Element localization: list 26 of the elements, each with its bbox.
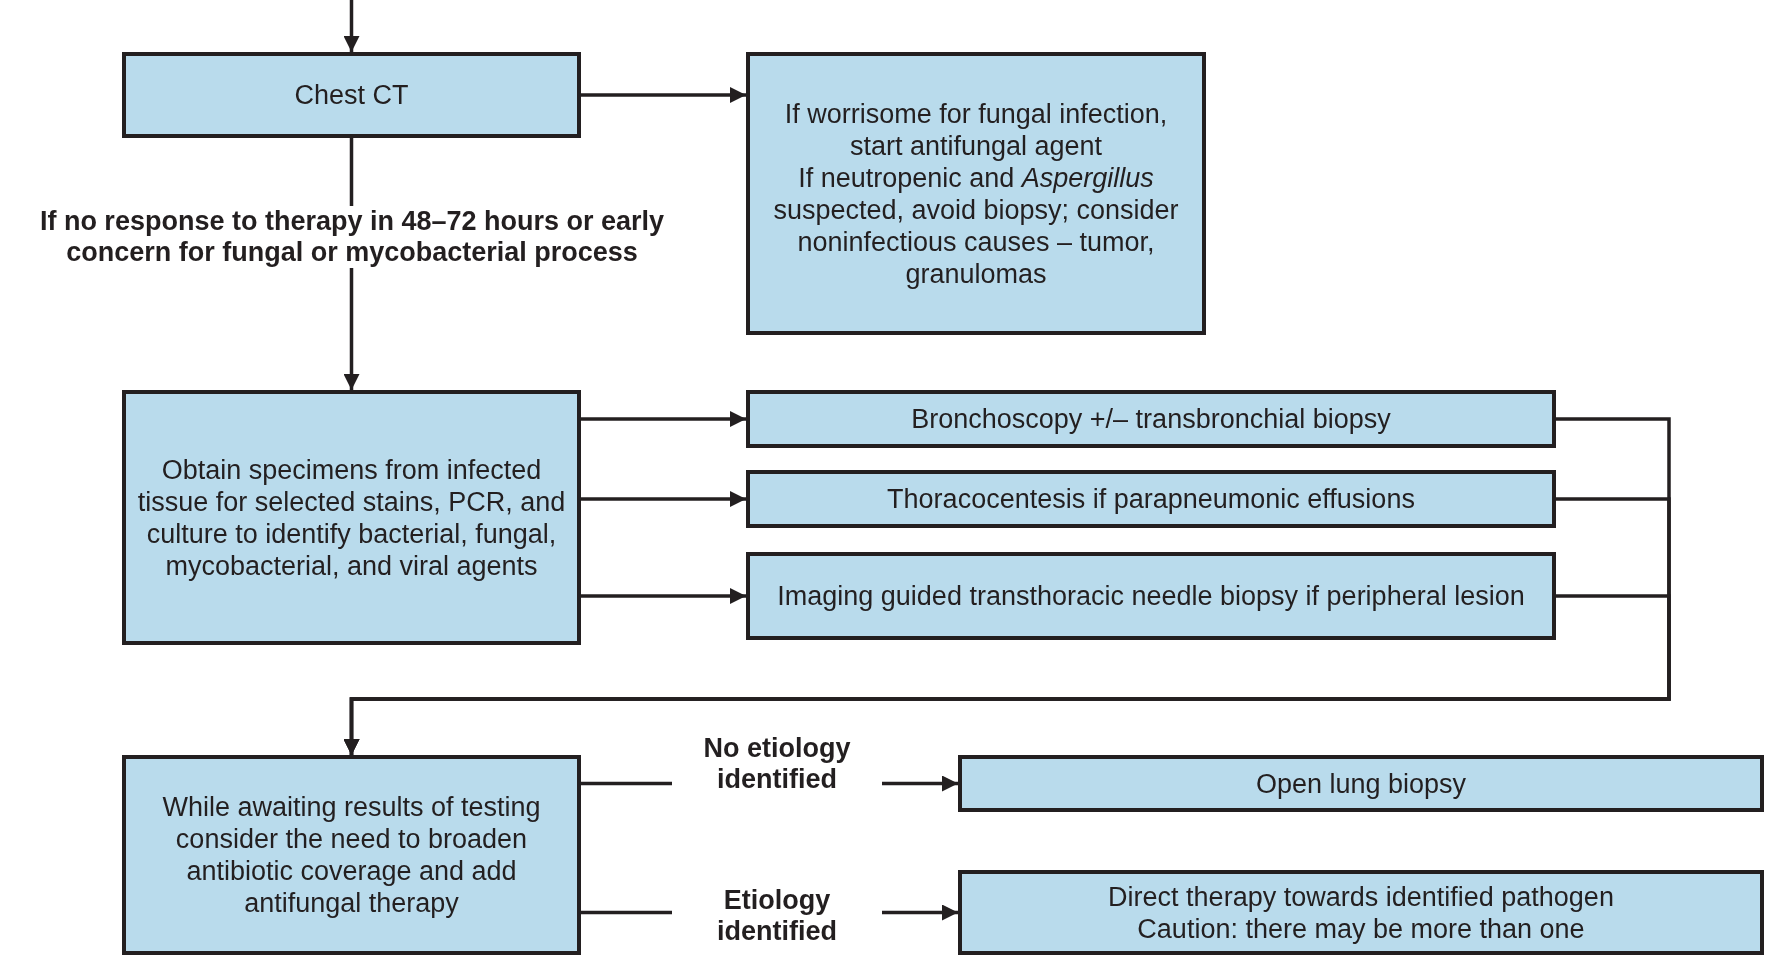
process-box <box>746 390 1556 448</box>
process-box <box>958 755 1764 812</box>
process-box <box>958 870 1764 955</box>
box-text: If worrisome for fungal infection, start antifungal agent <box>783 97 1169 162</box>
box-text: Bronchoscopy +/– transbronchial biopsy <box>911 403 1391 435</box>
box-text: Chest CT <box>294 79 409 111</box>
box-text: Imaging guided transthoracic needle biopsy if peripheral lesion <box>777 580 1525 612</box>
process-box <box>122 52 581 138</box>
process-box <box>122 390 581 645</box>
arrow <box>581 491 746 507</box>
box-text: If neutropenic and Aspergillus suspected, avoid biopsy; consider noninfectious causes – tumor, granulomas <box>772 161 1180 290</box>
box-text: While awaiting results of testing consider the need to broaden antibiotic coverage and add antifungal therapy <box>161 791 542 919</box>
arrow <box>581 411 746 427</box>
arrow <box>343 0 360 52</box>
box-text: Obtain specimens from infected tissue for selected stains, PCR, and culture to identify bacterial, fungal, mycobacterial, and viral agents <box>136 453 567 582</box>
arrow <box>581 588 746 604</box>
box-text: Direct therapy towards identified pathogen <box>1108 880 1614 913</box>
process-box <box>746 470 1556 528</box>
box-text: Caution: there may be more than one <box>1137 912 1585 945</box>
process-box <box>746 552 1556 640</box>
box-text: Thoracocentesis if parapneumonic effusions <box>887 483 1415 515</box>
arrow <box>343 594 1671 755</box>
arrow <box>581 87 746 103</box>
process-box <box>746 52 1206 335</box>
process-box <box>122 755 581 955</box>
box-text: Open lung biopsy <box>1255 767 1467 800</box>
